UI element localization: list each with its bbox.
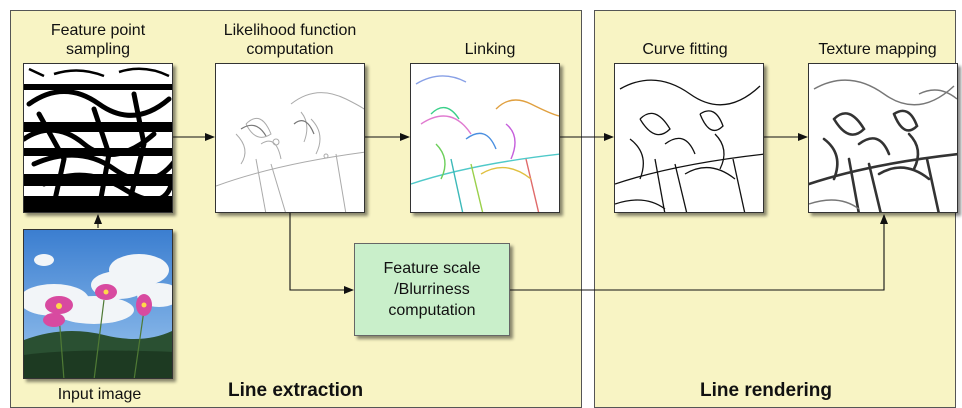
line-rendering-title: Line rendering xyxy=(700,380,832,401)
texture-mapping-strokes xyxy=(809,64,957,212)
input-image-label: Input image xyxy=(57,386,142,403)
feature-point-sampling-image xyxy=(23,63,173,213)
sampling-strokes xyxy=(24,64,172,212)
feature-point-sampling-line1: Feature point xyxy=(50,22,146,39)
input-photo xyxy=(24,230,172,378)
linking-image xyxy=(410,63,560,213)
texture-mapping-label: Texture mapping xyxy=(818,41,937,58)
arrow-scale-to-texture xyxy=(510,214,888,291)
feature-scale-line1: Feature scale xyxy=(383,260,481,277)
feature-scale-text: Feature scale /Blurriness computation xyxy=(384,258,481,321)
line-extraction-title: Line extraction xyxy=(228,380,364,401)
input-image xyxy=(23,229,173,379)
likelihood-line1: Likelihood function xyxy=(223,22,357,39)
feature-scale-box: Feature scale /Blurriness computation xyxy=(354,243,510,336)
feature-point-sampling-label: Feature point sampling xyxy=(18,21,178,59)
feature-scale-line3: computation xyxy=(388,302,476,319)
linking-label: Linking xyxy=(464,41,516,58)
likelihood-strokes xyxy=(216,64,364,212)
linking-strokes xyxy=(411,64,559,212)
likelihood-label: Likelihood function computation xyxy=(200,21,380,59)
feature-scale-line2: /Blurriness xyxy=(394,281,470,298)
arrow-likelihood-to-scale xyxy=(289,213,354,294)
curve-fitting-strokes xyxy=(615,64,763,212)
likelihood-line2: computation xyxy=(246,41,334,58)
curve-fitting-label: Curve fitting xyxy=(642,41,728,58)
feature-point-sampling-line2: sampling xyxy=(65,41,131,58)
texture-mapping-image xyxy=(808,63,958,213)
curve-fitting-image xyxy=(614,63,764,213)
likelihood-image xyxy=(215,63,365,213)
